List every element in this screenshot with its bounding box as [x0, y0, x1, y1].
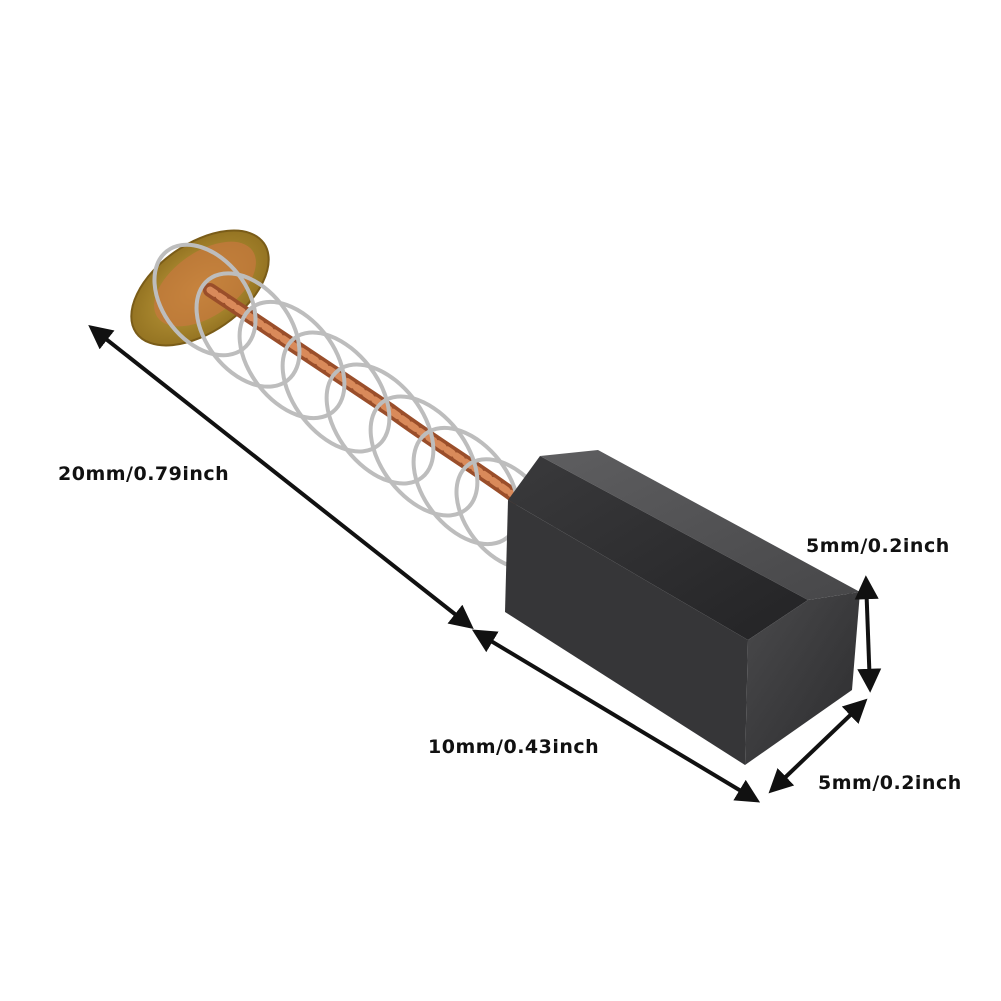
- arrow-icon: [768, 698, 868, 794]
- arrow-icon: [854, 575, 882, 693]
- dimension-label-height: 5mm/0.2inch: [806, 535, 950, 557]
- dimension-label-block-length: 10mm/0.43inch: [428, 736, 600, 758]
- carbon-block: [505, 450, 860, 765]
- dimension-label-width: 5mm/0.2inch: [818, 772, 962, 794]
- arrow-icon: [471, 629, 761, 803]
- dimension-label-total-length: 20mm/0.79inch: [58, 463, 230, 485]
- arrow-icon: [88, 325, 474, 629]
- dimension-arrows: [88, 325, 882, 803]
